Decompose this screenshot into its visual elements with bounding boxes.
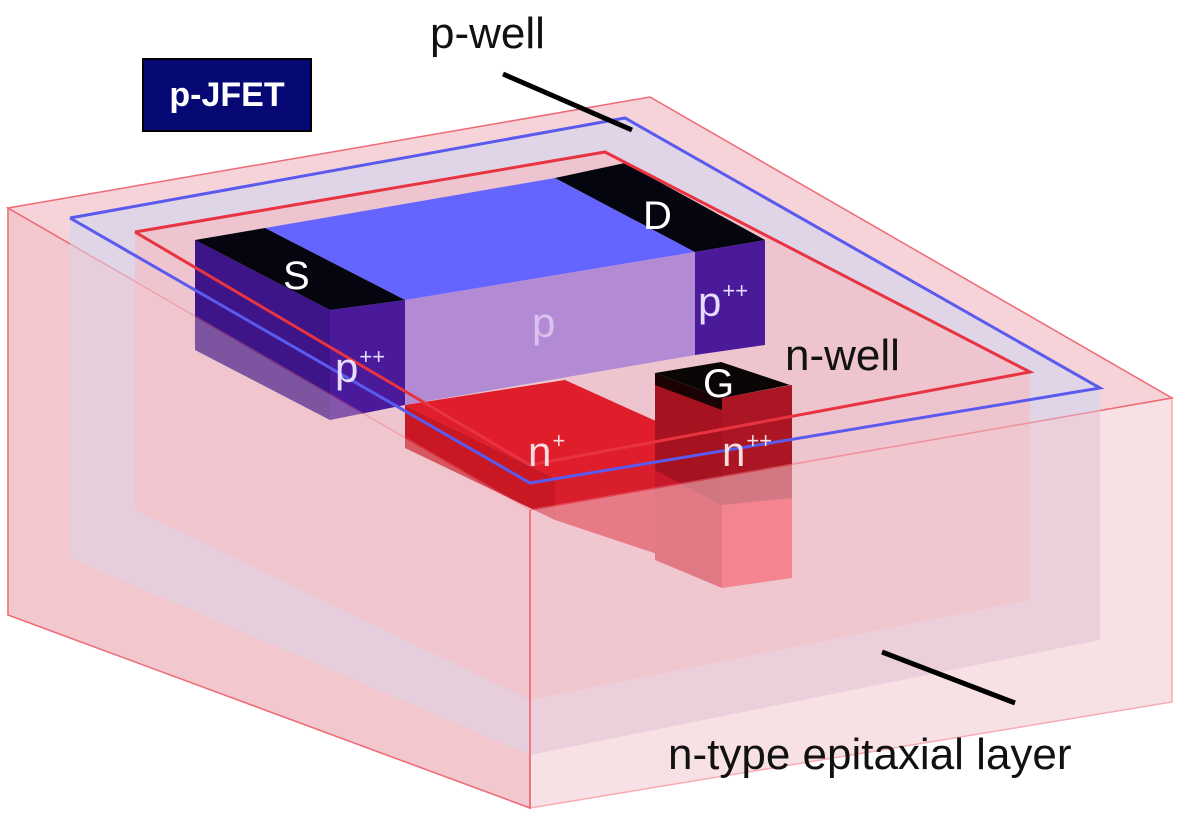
epi-layer-pointer	[881, 649, 1016, 706]
drain-contact	[555, 163, 765, 252]
p-well-label: p-well	[430, 9, 545, 58]
device-type-badge-text: p-JFET	[169, 75, 285, 114]
channel-top-face	[265, 178, 695, 300]
drain-implant-base: p	[698, 278, 722, 325]
n-plus-top	[405, 380, 720, 478]
gate-link-implant-label: n+	[528, 430, 565, 473]
channel-front-face	[405, 252, 695, 405]
n-well-label: n-well	[785, 331, 900, 380]
source-implant-base: p	[335, 344, 359, 391]
source-contact	[195, 228, 405, 310]
source-implant-label: p++	[335, 346, 385, 389]
drain-front-face	[695, 240, 765, 355]
channel-label: p	[532, 299, 556, 346]
drain-label: D	[643, 194, 672, 238]
p-well-pointer	[502, 71, 633, 133]
gate-label: G	[703, 362, 735, 406]
drain-implant-sup: ++	[722, 278, 749, 303]
gate-link-implant-base: n	[528, 428, 552, 475]
epi-layer-label: n-type epitaxial layer	[668, 730, 1072, 779]
gate-implant-sup: ++	[746, 428, 773, 453]
drain-implant-label: p++	[698, 280, 748, 323]
device-type-badge: p-JFET	[142, 58, 312, 132]
gate-implant-label: n++	[722, 430, 772, 473]
gate-implant-base: n	[722, 428, 746, 475]
source-label: S	[283, 254, 310, 298]
p-well-outline	[69, 116, 1105, 485]
source-implant-sup: ++	[359, 344, 386, 369]
gate-link-implant-sup: +	[552, 428, 566, 453]
n-well-outline	[134, 150, 1035, 467]
source-front-face	[330, 300, 405, 420]
gate-contact-front	[655, 373, 722, 410]
gate-contact	[655, 362, 790, 398]
